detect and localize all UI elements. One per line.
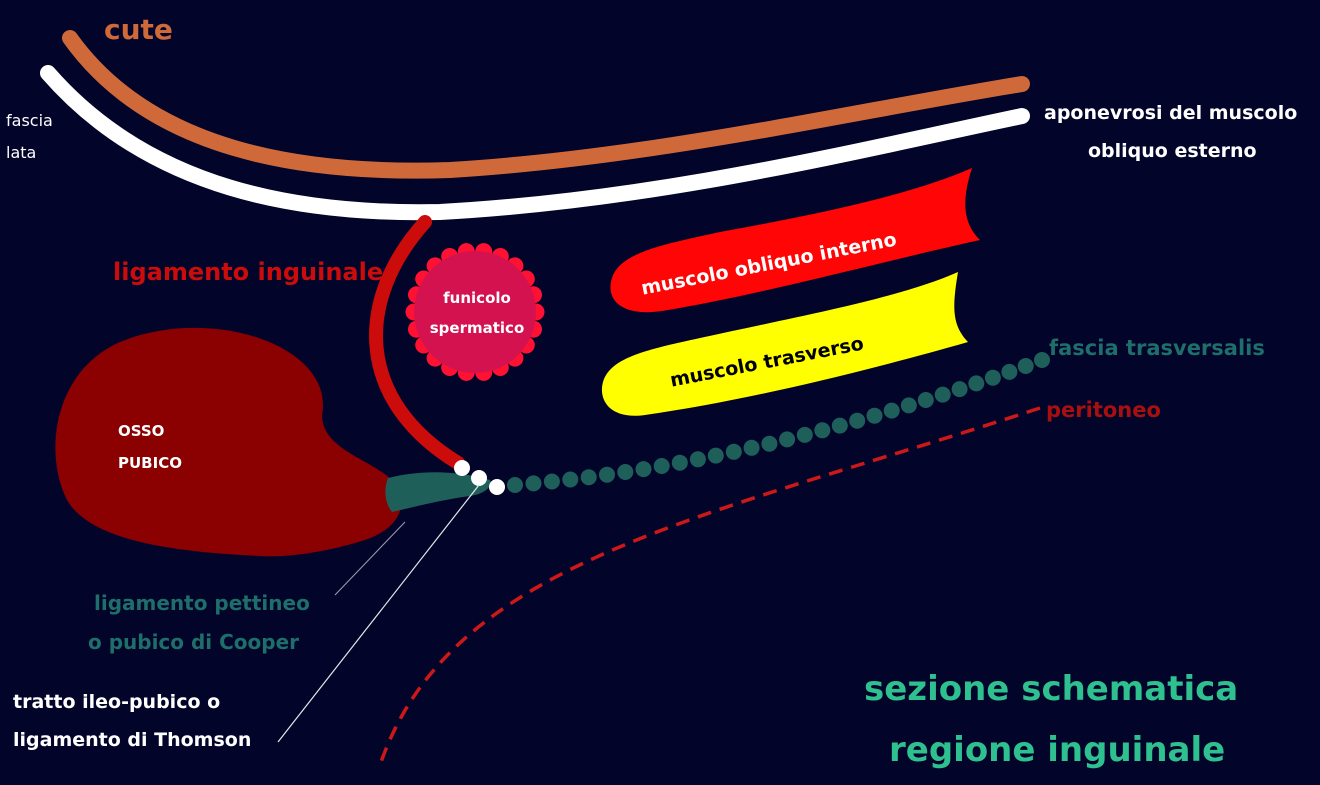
muscolo-trasverso-shape — [601, 272, 968, 416]
fascia-trasversalis-dot — [984, 369, 1001, 386]
fascia-trasversalis-dot — [849, 412, 866, 429]
ligamento-pettineo-label-line2: o pubico di Cooper — [88, 630, 300, 654]
fascia-trasversalis-dot — [968, 375, 985, 392]
fascia-lata-label-line1: fascia — [6, 111, 53, 130]
fascia-trasversalis-dot — [599, 466, 615, 483]
osso-pubico-label-line1: OSSO — [118, 422, 165, 440]
ileo-pubico-dot — [454, 460, 470, 476]
cute-layer — [62, 30, 1030, 179]
ligamento-pettineo-shape — [385, 472, 491, 512]
fascia-trasversalis-dot — [866, 407, 883, 424]
cute-label: cute — [104, 13, 173, 46]
thomson-label-line1: tratto ileo-pubico o — [13, 691, 221, 713]
peritoneo-line — [378, 406, 1041, 766]
funicolo-label-line2: spermatico — [429, 319, 525, 337]
fascia-trasversalis-dot — [689, 451, 706, 468]
fascia-trasversalis-dot — [653, 458, 670, 474]
ligamento-inguinale-label: ligamento inguinale — [113, 258, 384, 286]
osso-pubico-label-line2: PUBICO — [118, 454, 182, 472]
fascia-trasversalis-dot — [883, 402, 900, 419]
fascia-trasversalis-label: fascia trasversalis — [1049, 336, 1265, 360]
fascia-trasversalis-dot — [900, 397, 917, 414]
aponevrosi-label-line1: aponevrosi del muscolo — [1044, 102, 1298, 124]
ileo-pubico-dot — [471, 470, 487, 486]
diagram-title-line2: regione inguinale — [889, 730, 1226, 770]
fascia-trasversalis-dot — [1001, 363, 1018, 380]
fascia-lata-label-line2: lata — [6, 143, 37, 162]
ligamento-inguinale-band — [369, 215, 465, 470]
fascia-trasversalis-dot — [580, 469, 597, 486]
fascia-trasversalis-dot — [671, 454, 688, 471]
leader-line-thomson — [277, 484, 480, 743]
fascia-trasversalis-dot — [779, 431, 796, 448]
fascia-trasversalis-dot — [725, 443, 742, 460]
fascia-trasversalis-dot — [934, 386, 951, 403]
fascia-lata-layer — [40, 65, 1030, 221]
osso-pubico-shape — [55, 327, 402, 557]
fascia-trasversalis-dot — [796, 426, 813, 443]
fascia-trasversalis-dot — [635, 461, 652, 478]
fascia-trasversalis-dot — [1017, 358, 1034, 374]
fascia-trasversalis-dot — [814, 422, 831, 439]
leader-line-pettineo — [334, 521, 406, 596]
fascia-trasversalis-dot — [743, 439, 760, 456]
fascia-trasversalis-dot — [831, 417, 848, 434]
peritoneo-label: peritoneo — [1046, 398, 1161, 422]
fascia-trasversalis-dot — [543, 473, 560, 490]
fascia-trasversalis-dot — [917, 392, 934, 408]
ileo-pubico-dot — [489, 479, 505, 495]
muscolo-obliquo-interno-shape — [610, 168, 980, 313]
thomson-label-line2: ligamento di Thomson — [13, 729, 252, 751]
fascia-trasversalis-dot — [761, 435, 778, 452]
funicolo-label-line1: funicolo — [443, 289, 511, 307]
aponevrosi-label-line2: obliquo esterno — [1088, 140, 1257, 162]
fascia-trasversalis-dot — [707, 447, 724, 464]
fascia-trasversalis-dot — [562, 471, 579, 488]
fascia-trasversalis-dot — [951, 381, 968, 398]
ligamento-pettineo-label-line1: ligamento pettineo — [94, 591, 310, 615]
fascia-trasversalis-dot — [1034, 352, 1050, 368]
diagram-title-line1: sezione schematica — [864, 669, 1239, 709]
fascia-trasversalis-dot — [507, 477, 523, 493]
fascia-trasversalis-dots — [507, 352, 1050, 493]
funicolo-spermatico-circle — [414, 251, 536, 373]
fascia-trasversalis-dot — [525, 475, 542, 492]
fascia-trasversalis-dot — [617, 464, 634, 480]
